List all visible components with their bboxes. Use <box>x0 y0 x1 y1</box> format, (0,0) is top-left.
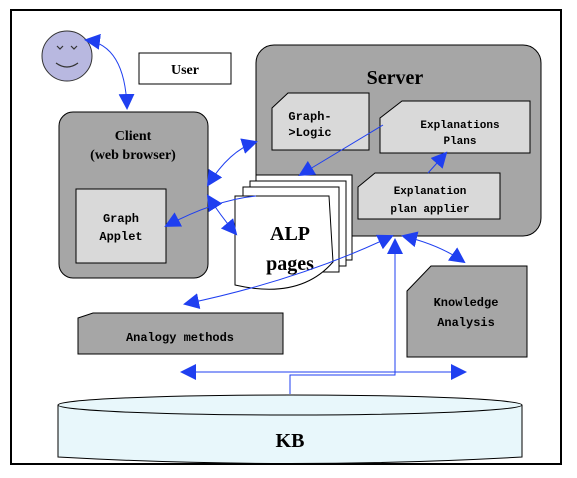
kb-label: KB <box>276 430 305 452</box>
analogy-methods-box: Analogy methods <box>77 312 284 355</box>
client-label-line2: (web browser) <box>90 148 176 163</box>
graph-applet-line2: Applet <box>99 230 142 244</box>
analogy-methods-label: Analogy methods <box>126 331 234 345</box>
explanations-plans-box: Explanations Plans <box>379 100 531 154</box>
knowledge-line1: Knowledge <box>434 296 499 310</box>
knowledge-line2: Analysis <box>437 316 495 330</box>
arrow-server-knowledge <box>401 231 466 264</box>
arrow-server-analogy <box>183 234 394 309</box>
arrow-client-server <box>206 138 258 187</box>
user-box: User <box>138 52 232 85</box>
knowledge-analysis-box: Knowledge Analysis <box>406 265 528 358</box>
graph-logic-line1: Graph- <box>288 110 331 124</box>
plan-applier-line2: plan applier <box>390 204 469 216</box>
connector-arrows <box>84 33 467 394</box>
graph-applet-box: Graph Applet <box>75 188 167 264</box>
plan-applier-box: Explanation plan applier <box>357 172 501 220</box>
alp-label-line1: ALP <box>270 223 310 245</box>
graph-applet-line1: Graph <box>103 212 139 226</box>
explanations-plans-line2: Plans <box>443 136 476 148</box>
arrow-plans-alp <box>298 124 384 177</box>
graph-logic-box: Graph- >Logic <box>271 92 370 151</box>
explanations-plans-line1: Explanations <box>420 120 499 132</box>
arrow-client-alp <box>206 194 238 236</box>
arrow-user-client <box>84 33 135 110</box>
alp-pages-stack: ALP pages <box>234 174 353 290</box>
user-face-icon <box>41 30 93 82</box>
alp-label-line2: pages <box>266 253 314 275</box>
server-label: Server <box>367 67 424 89</box>
arrow-applier-plans <box>427 151 448 174</box>
plan-applier-line1: Explanation <box>394 186 467 198</box>
kb-cylinder: KB <box>57 394 523 464</box>
client-label-line1: Client <box>115 129 152 144</box>
user-label: User <box>171 63 199 78</box>
graph-logic-line2: >Logic <box>288 126 331 140</box>
